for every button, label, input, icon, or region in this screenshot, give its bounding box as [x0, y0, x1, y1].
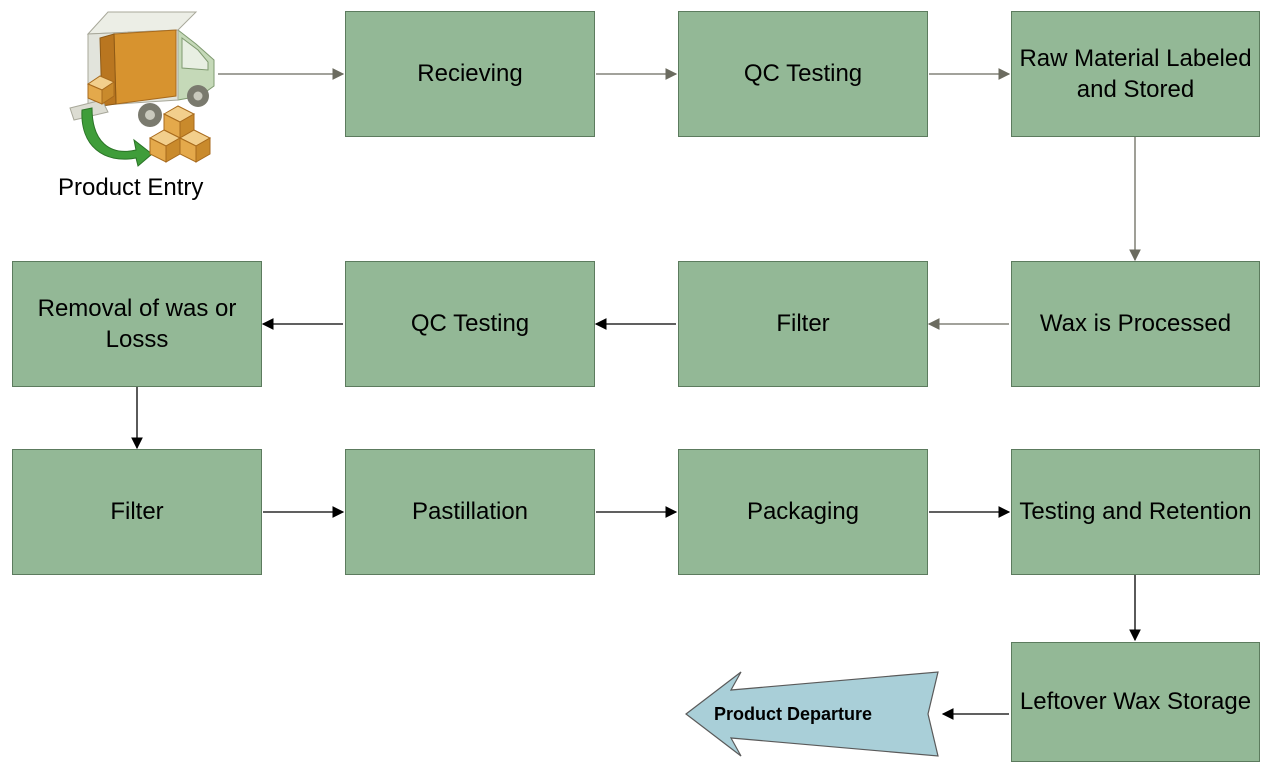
step-recieving: Recieving [345, 11, 595, 137]
step-raw-material-labeled-stored: Raw Material Labeled and Stored [1011, 11, 1260, 137]
delivery-truck-icon [69, 11, 215, 167]
step-filter-2: Filter [12, 449, 262, 575]
step-wax-is-processed: Wax is Processed [1011, 261, 1260, 387]
step-qc-testing-2: QC Testing [345, 261, 595, 387]
departure-arrow-shape [685, 671, 939, 757]
product-departure-label: Product Departure [714, 704, 873, 724]
step-pastillation: Pastillation [345, 449, 595, 575]
step-removal-of-wax-or-loss: Removal of was or Losss [12, 261, 262, 387]
step-packaging: Packaging [678, 449, 928, 575]
step-leftover-wax-storage: Leftover Wax Storage [1011, 642, 1260, 762]
step-filter-1: Filter [678, 261, 928, 387]
step-testing-and-retention: Testing and Retention [1011, 449, 1260, 575]
product-entry-label: Product Entry [58, 174, 204, 201]
step-qc-testing-1: QC Testing [678, 11, 928, 137]
